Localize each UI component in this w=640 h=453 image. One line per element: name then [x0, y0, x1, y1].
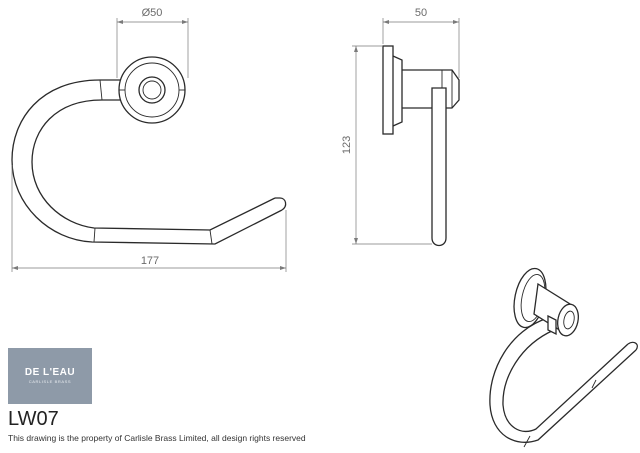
width-label: 177	[141, 255, 159, 267]
front-view: Ø50 177	[11, 7, 287, 272]
brand-logo: DE L'EAU CARLISLE BRASS	[8, 348, 92, 404]
height-label: 123	[341, 136, 353, 154]
product-code: LW07	[8, 408, 59, 430]
brand-name: DE L'EAU	[24, 367, 76, 378]
side-view: 50 123	[341, 7, 460, 247]
projection-label: 50	[415, 7, 427, 19]
brand-sub: CARLISLE BRASS	[28, 379, 72, 384]
isometric-view	[489, 267, 638, 448]
rose-diameter-label: Ø50	[142, 7, 163, 19]
footer-note: This drawing is the property of Carlisle…	[8, 433, 306, 443]
